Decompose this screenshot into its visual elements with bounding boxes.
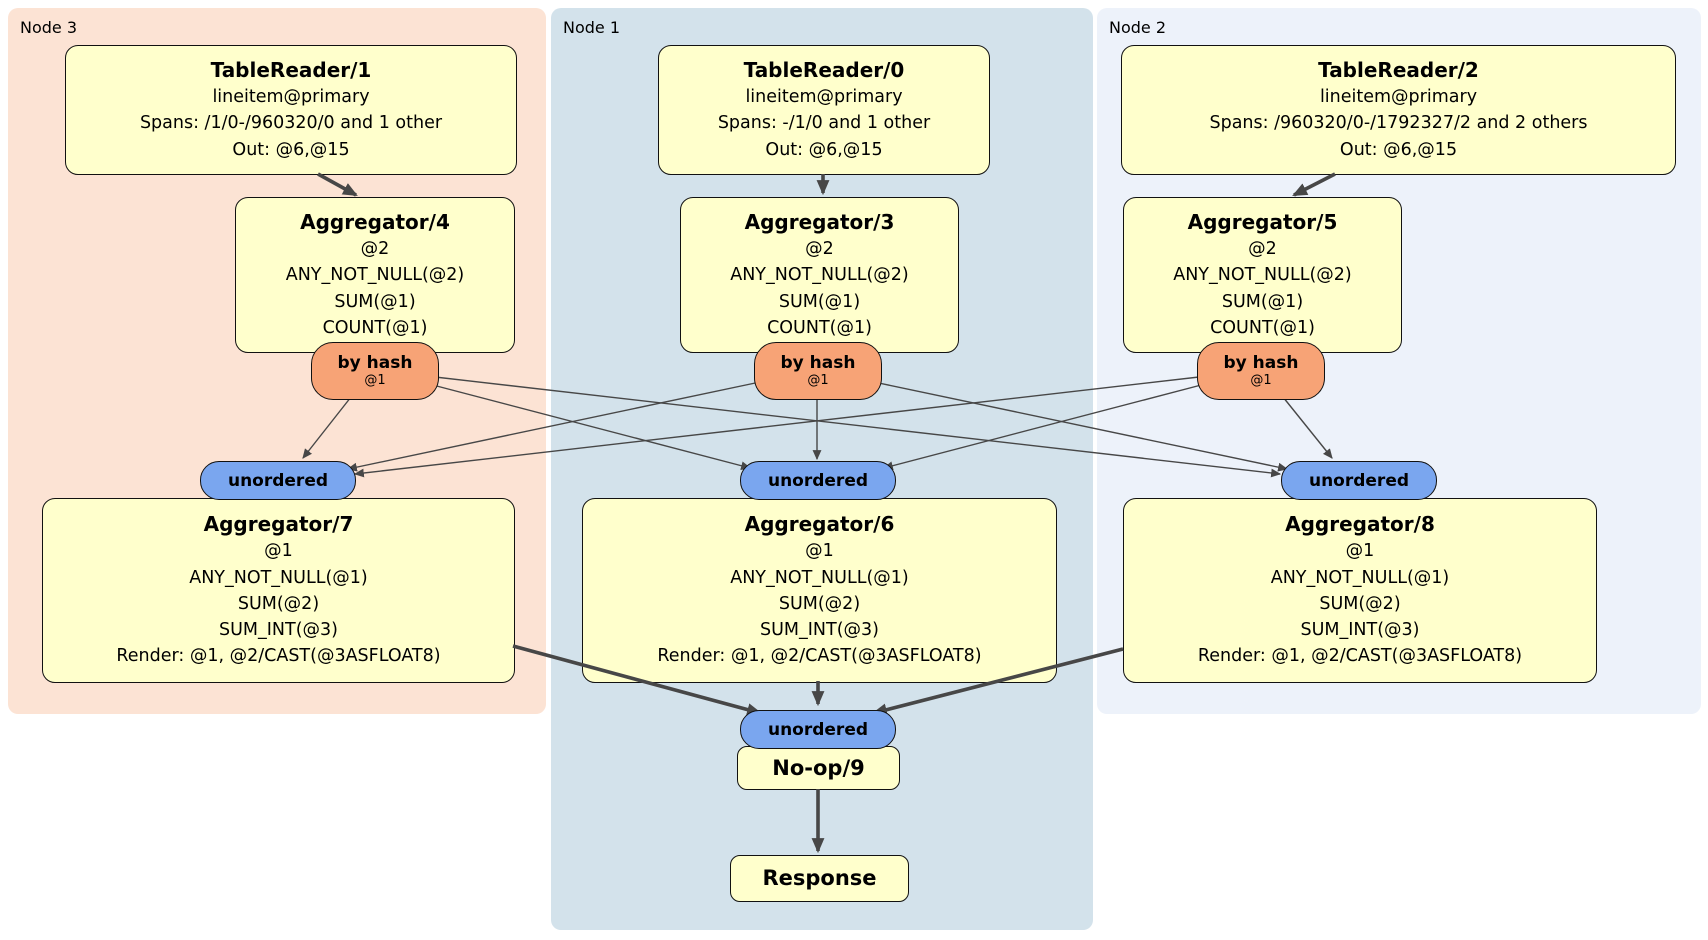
- response-title: Response: [762, 866, 877, 891]
- aggregator-6-line: @1: [805, 541, 834, 562]
- tablereader-2-out: Out: @6,@15: [1339, 139, 1458, 160]
- node1-label: Node 1: [563, 18, 621, 37]
- aggregator-3-title: Aggregator/3: [744, 210, 895, 234]
- aggregator-3-line: @2: [805, 239, 834, 259]
- sync-unordered-7: unordered: [200, 461, 356, 500]
- node3-label: Node 3: [20, 18, 78, 37]
- processor-noop-9: No-op/9: [737, 746, 900, 790]
- aggregator-3-line: ANY_NOT_NULL(@2): [730, 265, 909, 286]
- router-4-key: @1: [364, 373, 386, 389]
- tablereader-1-title: TableReader/1: [210, 58, 372, 83]
- tablereader-0-title: TableReader/0: [743, 58, 905, 83]
- aggregator-5-line: ANY_NOT_NULL(@2): [1173, 265, 1352, 286]
- processor-tablereader-2: TableReader/2 lineitem@primary Spans: /9…: [1121, 45, 1676, 175]
- aggregator-6-line: Render: @1, @2/CAST(@3ASFLOAT8): [657, 646, 982, 667]
- aggregator-5-line: SUM(@1): [1221, 291, 1304, 312]
- aggregator-7-line: Render: @1, @2/CAST(@3ASFLOAT8): [116, 646, 441, 667]
- tablereader-0-spans: Spans: -/1/0 and 1 other: [717, 113, 931, 134]
- aggregator-8-title: Aggregator/8: [1285, 512, 1435, 537]
- router-3-label: by hash: [780, 353, 856, 373]
- aggregator-8-line: @1: [1345, 541, 1375, 562]
- tablereader-1-spans: Spans: /1/0-/960320/0 and 1 other: [139, 113, 443, 134]
- noop-9-title: No-op/9: [772, 755, 865, 780]
- aggregator-5-line: COUNT(@1): [1210, 317, 1315, 338]
- router-5-key: @1: [1250, 373, 1272, 389]
- aggregator-4-line: ANY_NOT_NULL(@2): [285, 265, 465, 286]
- aggregator-7-line: SUM_INT(@3): [219, 620, 338, 641]
- aggregator-8-line: ANY_NOT_NULL(@1): [1270, 567, 1450, 588]
- processor-tablereader-1: TableReader/1 lineitem@primary Spans: /1…: [65, 45, 517, 175]
- aggregator-5-title: Aggregator/5: [1187, 210, 1338, 234]
- tablereader-2-title: TableReader/2: [1318, 58, 1479, 83]
- tablereader-0-index: lineitem@primary: [745, 87, 903, 108]
- processor-aggregator-3: Aggregator/3 @2 ANY_NOT_NULL(@2) SUM(@1)…: [680, 197, 959, 353]
- response-box: Response: [730, 855, 909, 902]
- aggregator-4-line: @2: [360, 239, 390, 259]
- aggregator-7-line: SUM(@2): [237, 593, 320, 614]
- tablereader-1-index: lineitem@primary: [212, 87, 370, 108]
- aggregator-7-line: @1: [264, 541, 293, 562]
- router-by-hash-3: by hash @1: [754, 342, 882, 400]
- aggregator-3-line: SUM(@1): [778, 291, 861, 312]
- aggregator-6-title: Aggregator/6: [744, 512, 895, 537]
- aggregator-7-line: ANY_NOT_NULL(@1): [189, 567, 368, 588]
- sync-unordered-8: unordered: [1281, 461, 1437, 500]
- processor-tablereader-0: TableReader/0 lineitem@primary Spans: -/…: [658, 45, 990, 175]
- processor-aggregator-5: Aggregator/5 @2 ANY_NOT_NULL(@2) SUM(@1)…: [1123, 197, 1402, 353]
- router-4-label: by hash: [337, 353, 413, 373]
- processor-aggregator-7: Aggregator/7 @1 ANY_NOT_NULL(@1) SUM(@2)…: [42, 498, 515, 683]
- tablereader-2-spans: Spans: /960320/0-/1792327/2 and 2 others: [1209, 113, 1588, 134]
- router-by-hash-4: by hash @1: [311, 342, 439, 400]
- aggregator-7-title: Aggregator/7: [203, 512, 354, 537]
- node2-label: Node 2: [1109, 18, 1167, 37]
- aggregator-4-line: COUNT(@1): [322, 317, 428, 338]
- processor-aggregator-8: Aggregator/8 @1 ANY_NOT_NULL(@1) SUM(@2)…: [1123, 498, 1597, 683]
- sync-unordered-final: unordered: [740, 710, 896, 749]
- aggregator-5-line: @2: [1248, 239, 1277, 259]
- aggregator-4-title: Aggregator/4: [300, 210, 450, 234]
- aggregator-6-line: ANY_NOT_NULL(@1): [730, 567, 909, 588]
- tablereader-1-out: Out: @6,@15: [232, 139, 350, 160]
- sync-unordered-6: unordered: [740, 461, 896, 500]
- aggregator-6-line: SUM(@2): [778, 593, 861, 614]
- aggregator-4-line: SUM(@1): [334, 291, 416, 312]
- aggregator-8-line: Render: @1, @2/CAST(@3ASFLOAT8): [1197, 646, 1523, 667]
- aggregator-8-line: SUM_INT(@3): [1300, 620, 1420, 641]
- aggregator-3-line: COUNT(@1): [767, 317, 872, 338]
- processor-aggregator-6: Aggregator/6 @1 ANY_NOT_NULL(@1) SUM(@2)…: [582, 498, 1057, 683]
- aggregator-8-line: SUM(@2): [1319, 593, 1401, 614]
- router-3-key: @1: [807, 373, 829, 389]
- router-5-label: by hash: [1223, 353, 1299, 373]
- processor-aggregator-4: Aggregator/4 @2 ANY_NOT_NULL(@2) SUM(@1)…: [235, 197, 515, 353]
- tablereader-0-out: Out: @6,@15: [765, 139, 883, 160]
- router-by-hash-5: by hash @1: [1197, 342, 1325, 400]
- aggregator-6-line: SUM_INT(@3): [760, 620, 879, 641]
- tablereader-2-index: lineitem@primary: [1319, 87, 1478, 108]
